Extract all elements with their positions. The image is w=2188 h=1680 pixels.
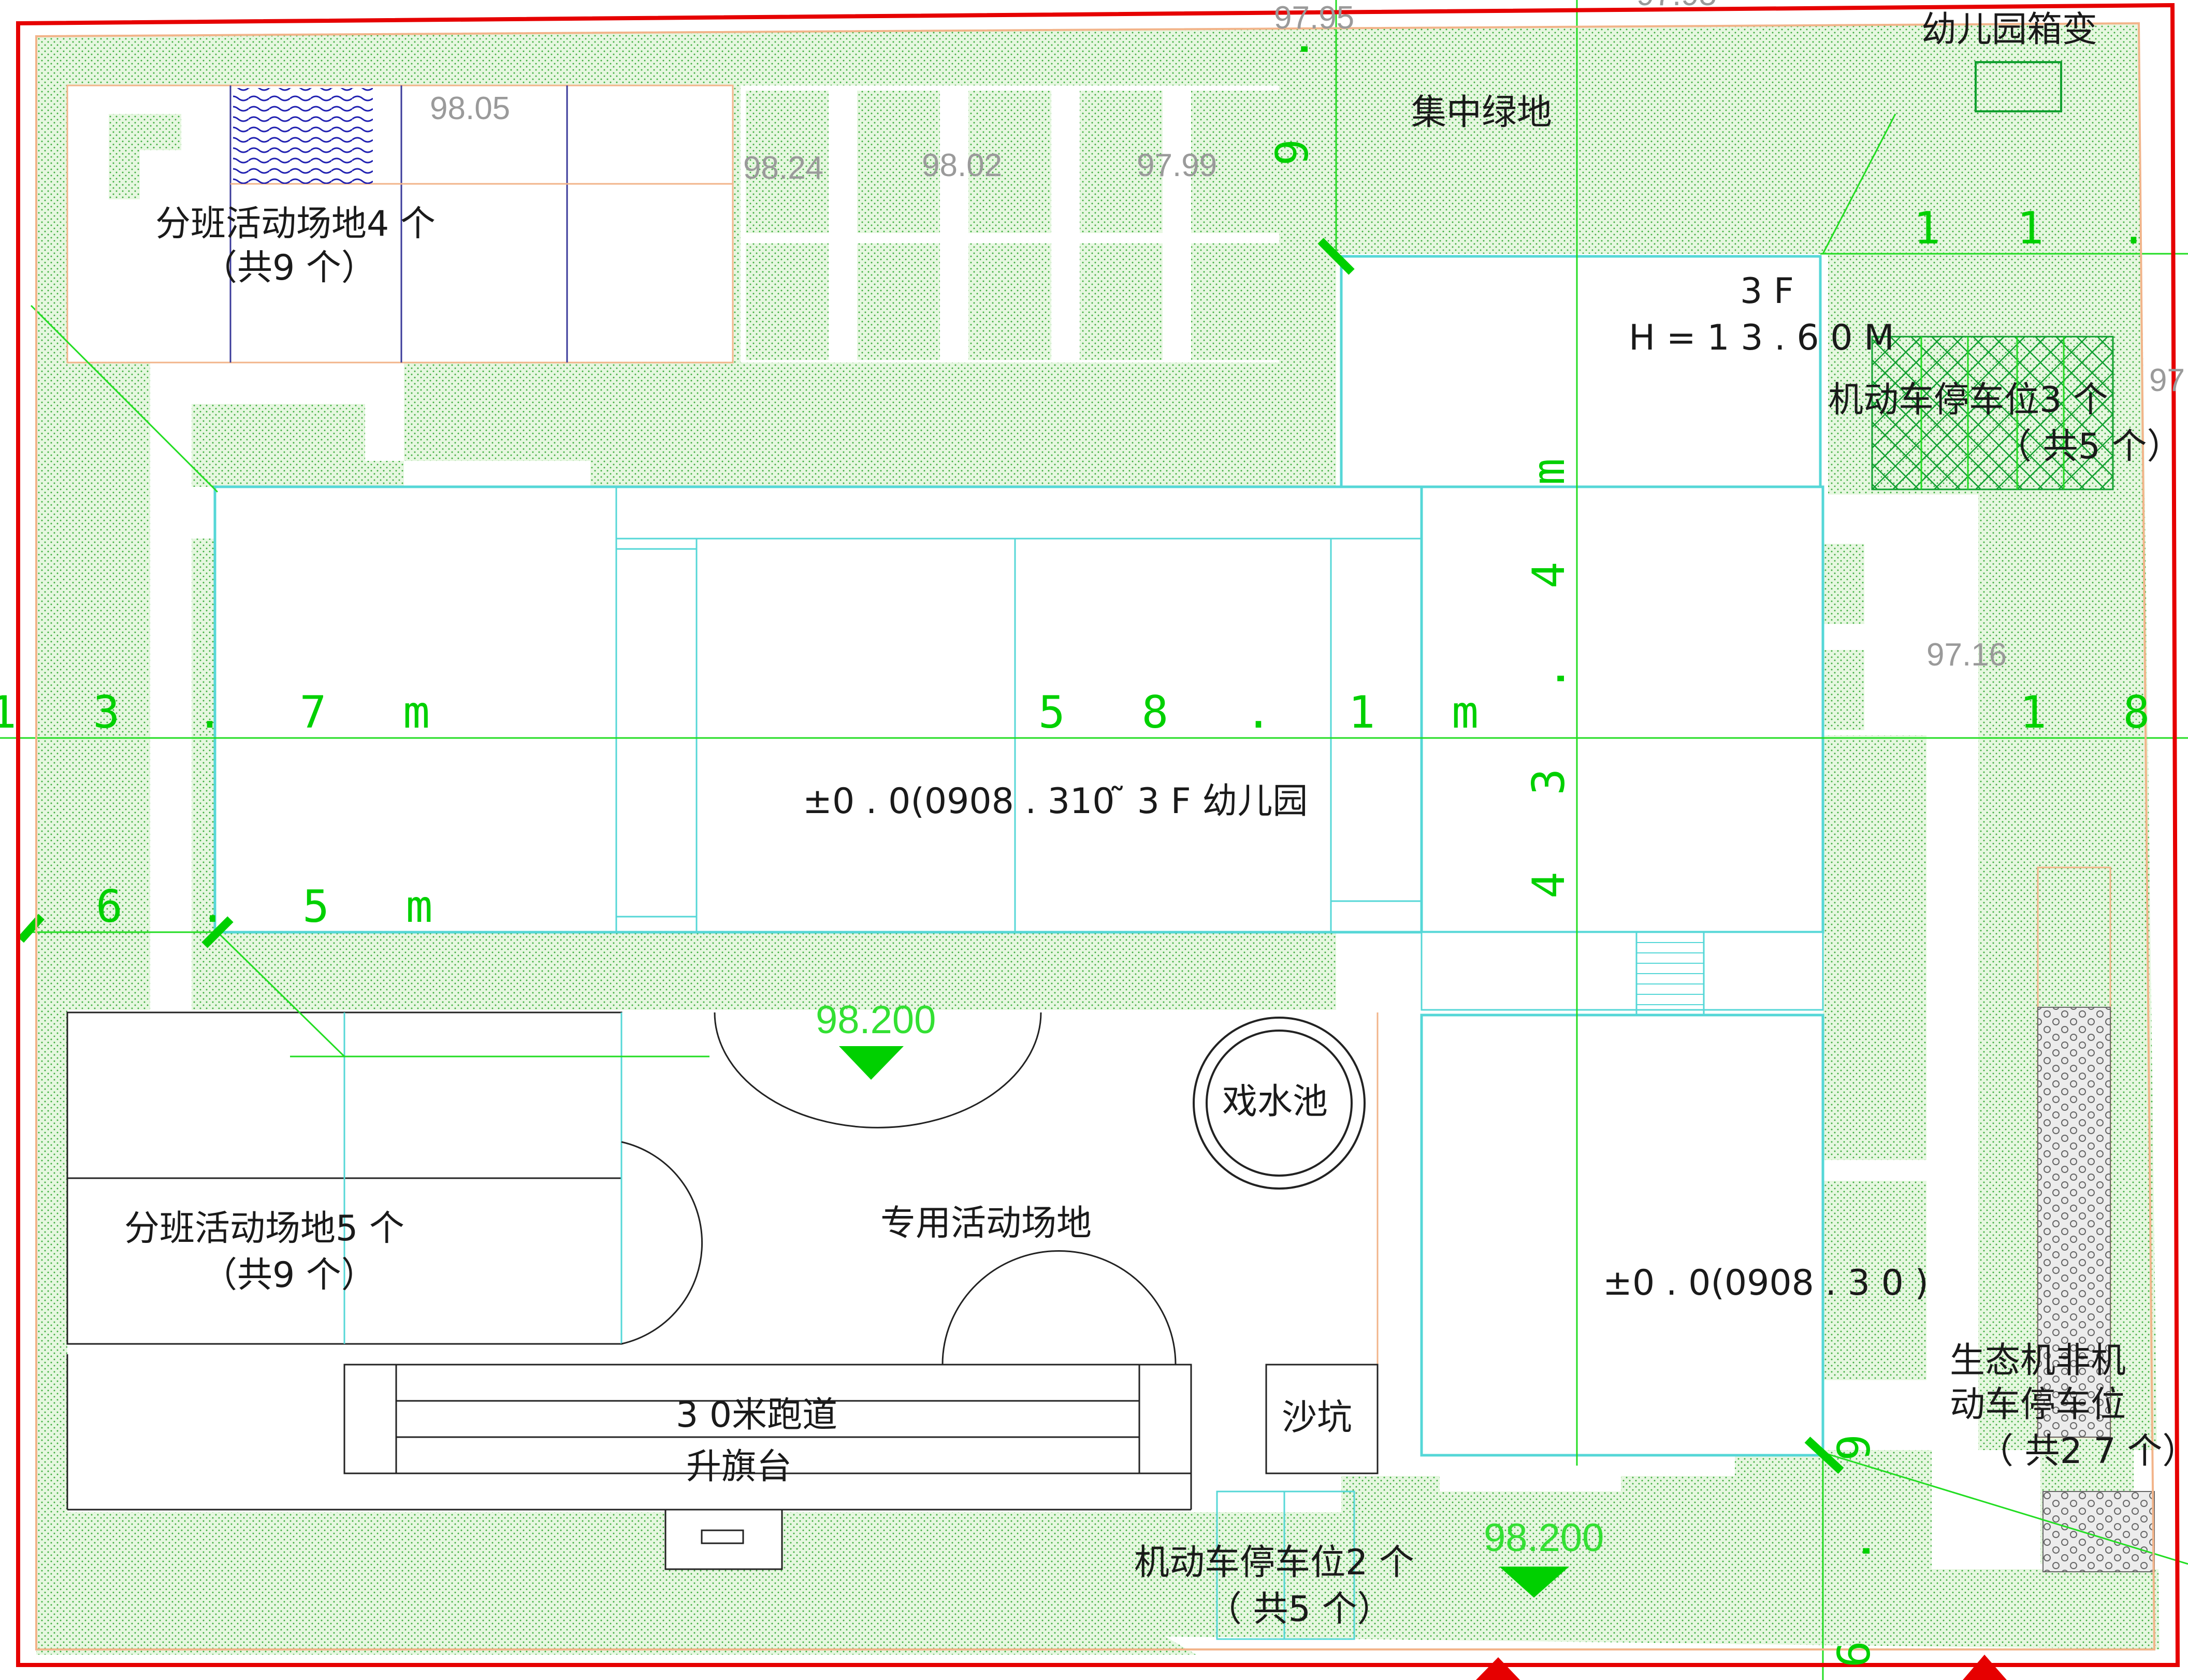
label-track: 3 0米跑道 xyxy=(676,1395,837,1436)
dim-east-setback: 1 8 . 5 m xyxy=(2020,687,2188,738)
label-activity-field: 专用活动场地 xyxy=(880,1203,1092,1244)
label-parking-2: 机动车停车位2 个 xyxy=(1134,1542,1414,1583)
label-sandpit: 沙坑 xyxy=(1282,1397,1352,1438)
dim-building-depth: 4 3 . 4 m xyxy=(1523,433,1575,899)
site-boundary-inner xyxy=(35,22,2156,1650)
elevation-e4: 98.02 xyxy=(922,148,1002,183)
label-class-area-5: 分班活动场地5 个 xyxy=(124,1208,404,1249)
label-class-area-5-total: （共9 个） xyxy=(202,1255,376,1296)
elevation-e10: 97.95 xyxy=(1636,0,1717,12)
water-pool-outer xyxy=(1193,1017,1366,1190)
site-boundary xyxy=(16,3,2180,1667)
bike-parking-pavers xyxy=(2037,1007,2111,1438)
elevation-e2: 98.05 xyxy=(430,91,510,126)
flag-platform-base xyxy=(664,1509,783,1570)
dim-north-setback: 9 . 3 m xyxy=(1267,0,1318,166)
label-bike-parking-line1: 生态机非机 xyxy=(1950,1340,2126,1381)
water-feature xyxy=(233,88,373,184)
elevation-e3: 98.24 xyxy=(743,150,823,186)
dim-west-gap: 6 . 5 m xyxy=(96,881,457,933)
elevation-e7: 98.200 xyxy=(816,998,936,1042)
parking-3-stalls xyxy=(1871,336,2114,490)
label-parking-3: 机动车停车位3 个 xyxy=(1828,380,2108,421)
label-parking-3-total: （ 共5 个） xyxy=(1996,426,2182,467)
flag-pole-mark xyxy=(701,1529,744,1544)
water-pool-inner xyxy=(1206,1030,1353,1177)
main-building xyxy=(213,255,1824,1457)
transformer-box xyxy=(1975,61,2062,112)
label-parking-2-total: （ 共5 个） xyxy=(1207,1589,1393,1630)
elevation-e1: 97.95 xyxy=(1274,0,1354,36)
label-bike-parking-line2: 动车停车位 xyxy=(1950,1384,2126,1425)
dim-northeast-gap: 1 1 . 4 m xyxy=(1914,202,2188,254)
sandpit-box xyxy=(1265,1364,1379,1474)
south-arrow-1 xyxy=(1476,1657,1520,1680)
label-zero-level-east: ±0 . 0(0908 . 3 0 ) xyxy=(1603,1263,1929,1304)
dim-south-gap: 6 . 9 xyxy=(1829,1409,1880,1668)
label-height: H = 1 3 . 6 0 M xyxy=(1629,317,1894,358)
label-central-green: 集中绿地 xyxy=(1411,92,1552,133)
south-arrow-2 xyxy=(1963,1655,2007,1680)
label-transformer: 幼儿园箱变 xyxy=(1921,9,2097,50)
running-track xyxy=(66,1354,1192,1511)
label-kindergarten: ±0 . 0(0908 . 310 ̃ 3 F 幼儿园 xyxy=(803,781,1308,822)
elevation-e6: 97.16 xyxy=(1926,637,2007,673)
bike-parking-pavers-south xyxy=(2042,1491,2155,1572)
label-class-area-4-total: （共9 个） xyxy=(202,248,376,288)
class-area-north xyxy=(66,84,734,364)
dimension-ticks xyxy=(18,238,1844,1474)
label-class-area-4: 分班活动场地4 个 xyxy=(155,204,436,244)
dim-west-setback: 1 3 . 7 m xyxy=(0,687,455,738)
elevation-marker-south xyxy=(1499,1567,1569,1598)
parking-2-stalls xyxy=(1216,1490,1355,1640)
label-water-pool: 戏水池 xyxy=(1222,1081,1328,1122)
elevation-e9: 97 xyxy=(2149,363,2185,398)
label-bike-parking-total: （ 共2 7 个） xyxy=(1978,1431,2188,1472)
label-flag-platform: 升旗台 xyxy=(686,1446,792,1487)
dim-building-width: 5 8 . 1 m xyxy=(1038,687,1503,738)
elevation-e8: 98.200 xyxy=(1484,1516,1604,1560)
label-floors: 3 F xyxy=(1740,271,1794,312)
elevation-marker-field xyxy=(839,1046,904,1080)
elevation-e5: 97.99 xyxy=(1137,148,1217,183)
